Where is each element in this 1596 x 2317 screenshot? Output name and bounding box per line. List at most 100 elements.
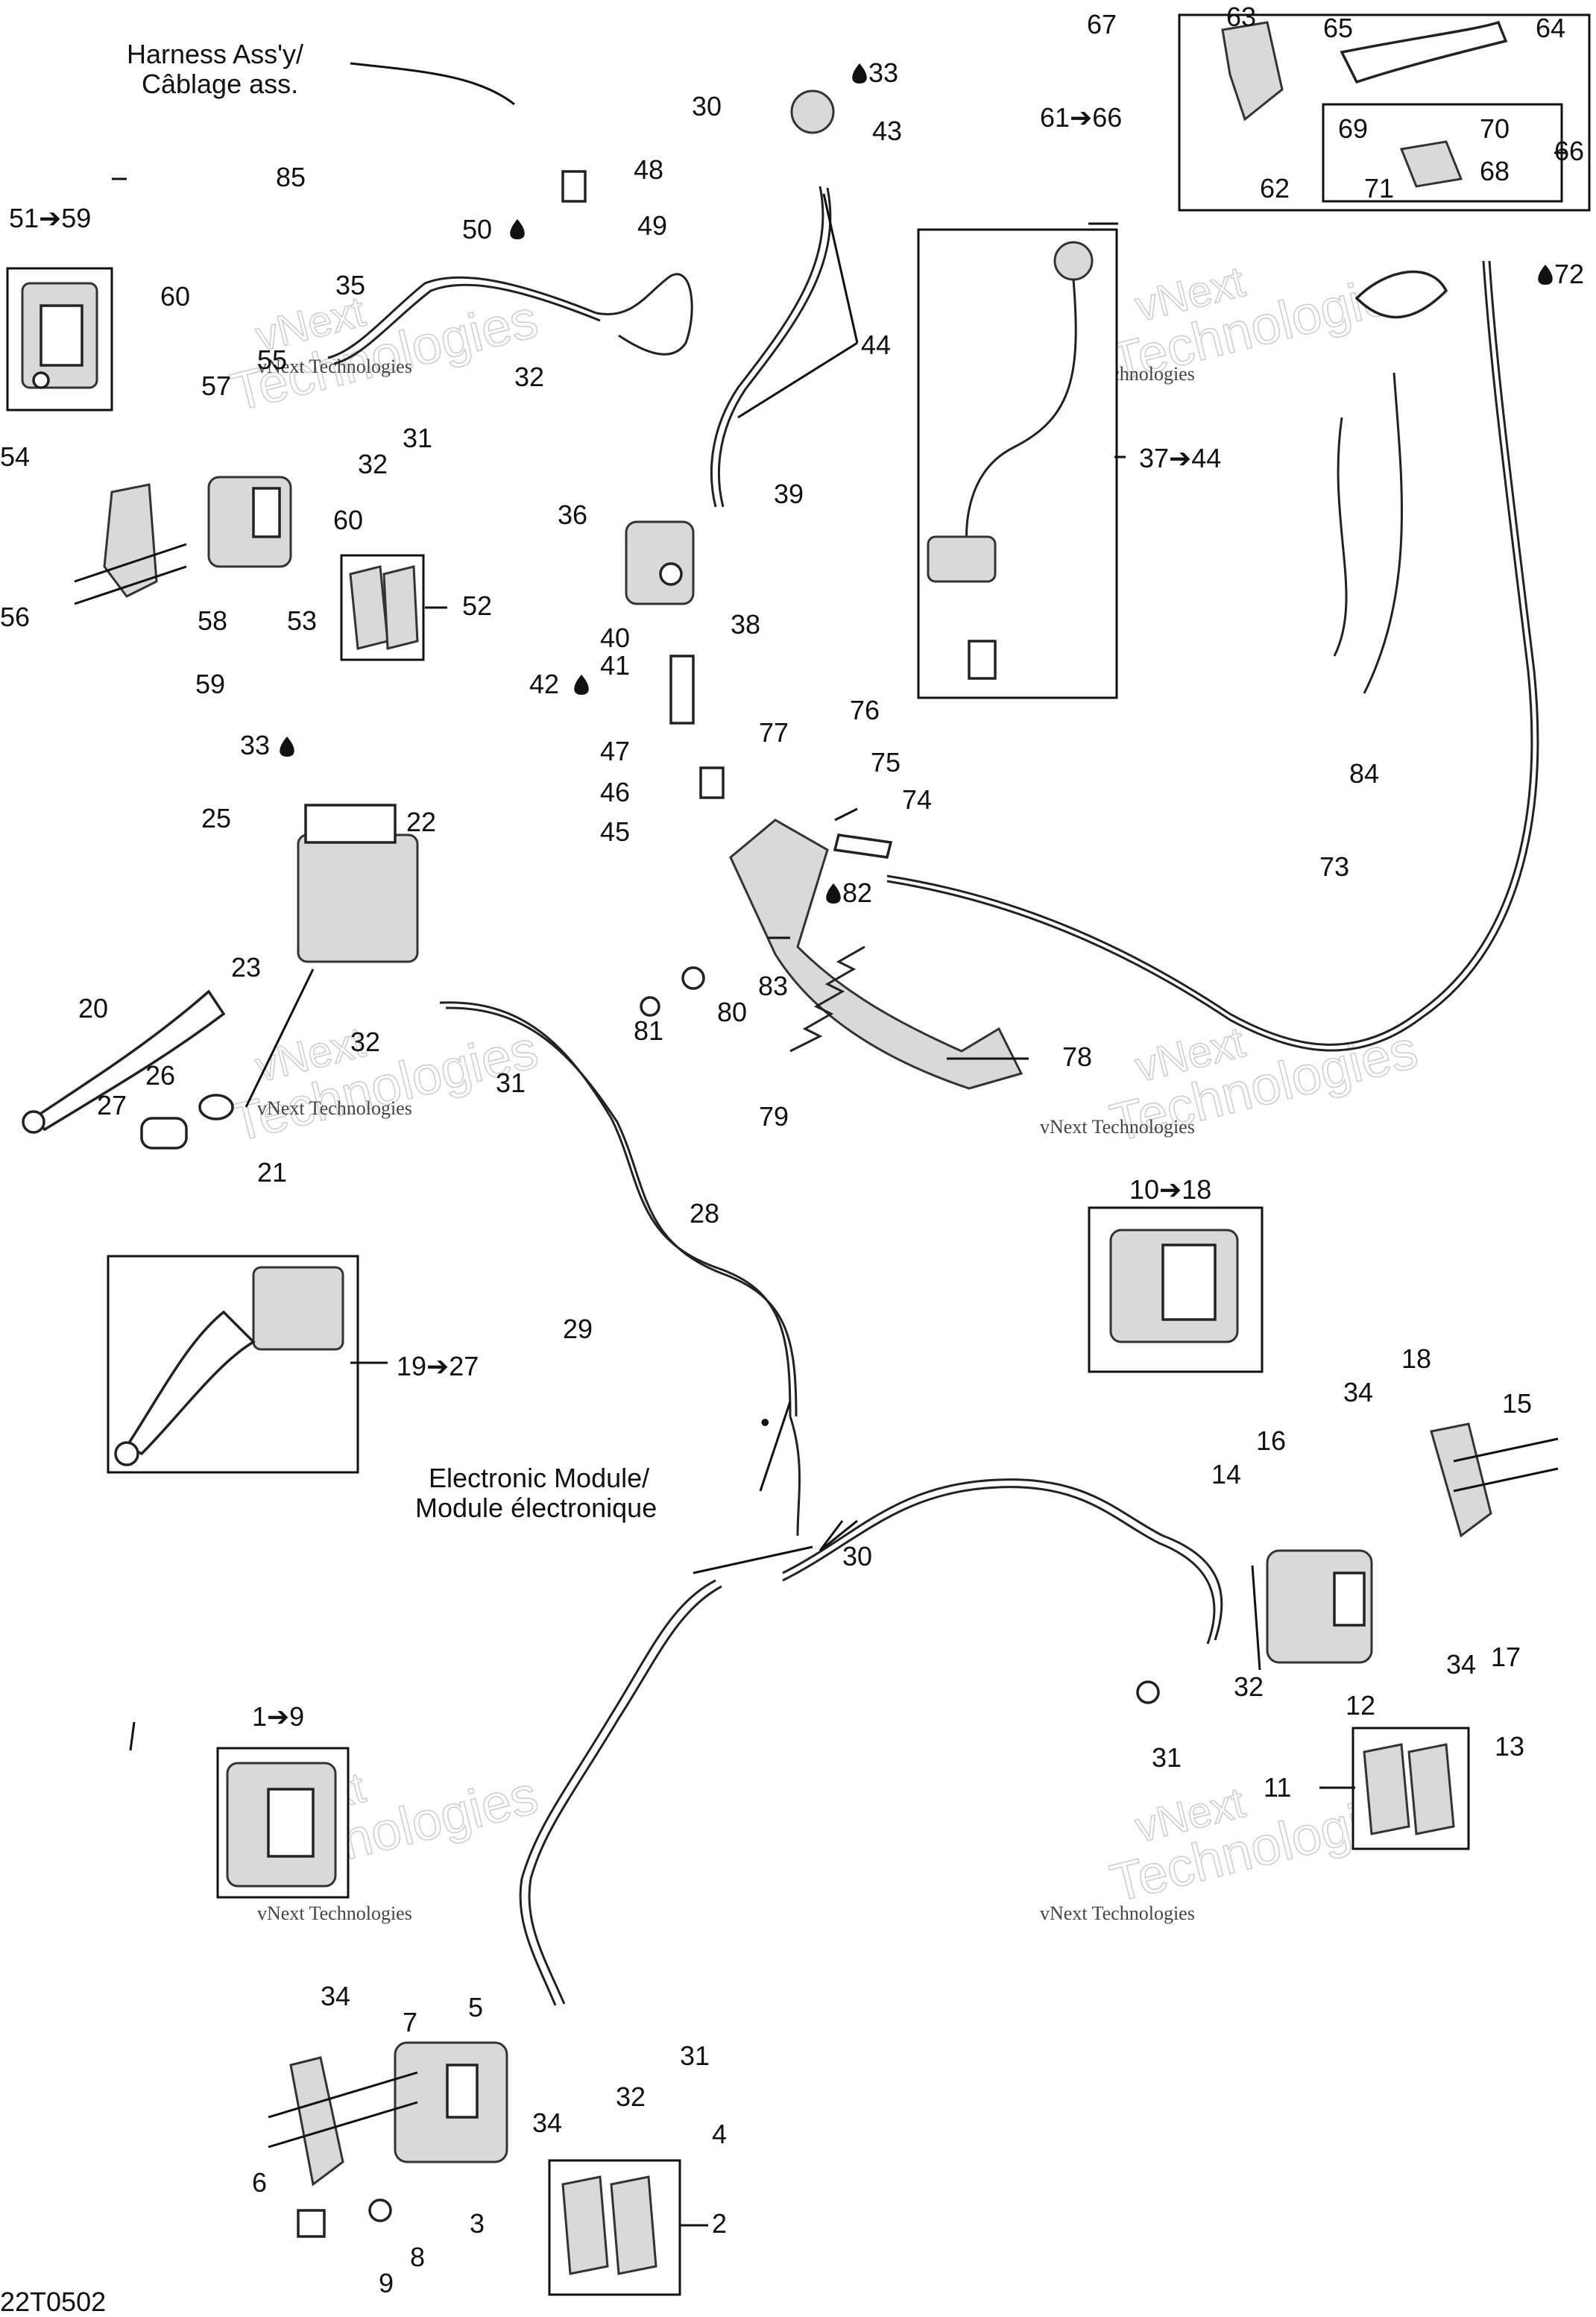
callout-32-right: 32 — [1234, 1671, 1264, 1702]
callout-47: 47 — [600, 736, 630, 766]
callout-68: 68 — [1480, 156, 1510, 186]
inset-caliper-10-18 — [1088, 1206, 1264, 1373]
callout-61-66: 61➔66 — [1040, 102, 1122, 133]
callout-37-44: 37➔44 — [1139, 443, 1221, 473]
callout-18: 18 — [1401, 1343, 1431, 1374]
callout-63: 63 — [1226, 1, 1256, 32]
callout-59: 59 — [195, 669, 225, 699]
callout-77: 77 — [759, 717, 789, 748]
callout-30-upper: 30 — [692, 91, 722, 122]
callout-79: 79 — [759, 1101, 789, 1132]
callout-43: 43 — [872, 116, 902, 146]
callout-33-master: 33 — [240, 730, 270, 760]
module-label-en: Electronic Module/ — [429, 1463, 649, 1493]
callout-69: 69 — [1338, 113, 1368, 144]
callout-17: 17 — [1491, 1642, 1521, 1672]
callout-45: 45 — [600, 816, 630, 847]
external-labels: Harness Ass'y/ Câblage ass. Electronic M… — [0, 39, 770, 2317]
inset-pads-11 — [1351, 1727, 1470, 1850]
inset-caliper-51-59 — [6, 267, 113, 412]
callout-28: 28 — [690, 1198, 719, 1229]
watermark-label: vNext Technologies — [257, 356, 412, 377]
callout-14: 14 — [1211, 1459, 1241, 1490]
callout-82: 82 — [842, 877, 872, 908]
callout-2: 2 — [712, 2208, 727, 2239]
electronic-module: • — [760, 1407, 770, 1437]
callout-36: 36 — [558, 499, 587, 530]
inset-pads-2 — [548, 2159, 681, 2296]
module-label-fr: Module électronique — [415, 1492, 657, 1523]
callout-38: 38 — [731, 609, 760, 640]
harness-label-en: Harness Ass'y/ — [127, 39, 303, 69]
callout-34-rear-bottom: 34 — [532, 2108, 562, 2138]
callout-48: 48 — [634, 154, 663, 185]
callout-56: 56 — [0, 602, 30, 632]
callout-8: 8 — [410, 2242, 425, 2272]
callout-33-top: 33 — [868, 57, 898, 88]
callout-6: 6 — [252, 2167, 267, 2198]
callout-73: 73 — [1319, 851, 1349, 882]
callout-70: 70 — [1480, 113, 1510, 144]
callout-55: 55 — [257, 344, 287, 375]
callout-23: 23 — [231, 952, 261, 983]
harness-label-fr: Câblage ass. — [142, 69, 298, 99]
callout-leaders — [112, 151, 1565, 2227]
callout-75: 75 — [871, 747, 900, 778]
callout-46: 46 — [600, 777, 630, 807]
watermark-group: vNext Technologies vNext Technologies vN… — [224, 256, 1424, 1924]
callout-16: 16 — [1256, 1425, 1286, 1456]
callout-34-top: 34 — [1343, 1377, 1373, 1407]
callout-4: 4 — [712, 2119, 727, 2149]
callout-85: 85 — [276, 162, 306, 192]
callout-29: 29 — [563, 1314, 593, 1344]
callout-78: 78 — [1062, 1041, 1092, 1072]
svg-text:vNext Technologies: vNext Technologies — [257, 1097, 412, 1119]
inset-lever-61-66 — [1178, 13, 1591, 212]
callout-3: 3 — [470, 2208, 485, 2239]
rear-left-caliper — [268, 2041, 508, 2238]
callout-49: 49 — [637, 210, 667, 241]
callout-19-27: 19➔27 — [397, 1351, 479, 1381]
callout-76: 76 — [850, 695, 880, 725]
callout-32-caliper: 32 — [358, 449, 388, 479]
callout-57: 57 — [201, 371, 231, 401]
callout-81: 81 — [634, 1015, 663, 1046]
svg-text:vNext Technologies: vNext Technologies — [1040, 1903, 1195, 1924]
callout-44: 44 — [861, 330, 891, 360]
inset-master-19-27 — [107, 1255, 359, 1474]
callout-53: 53 — [287, 605, 317, 636]
callout-50: 50 — [462, 214, 492, 245]
callout-9: 9 — [379, 2268, 394, 2298]
callout-32-upper: 32 — [514, 362, 544, 392]
callout-21: 21 — [257, 1157, 287, 1188]
callout-5: 5 — [468, 1992, 483, 2023]
callout-67: 67 — [1087, 9, 1117, 40]
callout-80: 80 — [717, 997, 747, 1027]
callout-34-bottom: 34 — [1446, 1649, 1476, 1680]
callout-30-lower: 30 — [842, 1541, 872, 1572]
inset-master-37-44 — [917, 228, 1118, 699]
footer-code: 22T0502 — [0, 2286, 106, 2317]
callout-32-rear: 32 — [616, 2081, 646, 2112]
callout-66: 66 — [1554, 136, 1584, 166]
callout-13: 13 — [1495, 1731, 1524, 1762]
brake-hoses — [327, 186, 1539, 2006]
callout-60-bottom: 60 — [333, 505, 363, 535]
callout-26: 26 — [145, 1060, 175, 1091]
callout-1-9: 1➔9 — [252, 1701, 304, 1732]
callout-22: 22 — [406, 807, 436, 837]
callout-65: 65 — [1323, 13, 1353, 43]
callout-15: 15 — [1502, 1388, 1532, 1419]
brake-pedal-78 — [640, 819, 1023, 1090]
callout-41: 41 — [600, 650, 630, 681]
handlebar-grip — [1333, 270, 1448, 694]
callout-51-59: 51➔59 — [9, 203, 91, 233]
callout-32-front: 32 — [350, 1027, 380, 1057]
callout-20: 20 — [78, 993, 108, 1024]
rear-master-parts — [561, 89, 835, 799]
callout-83: 83 — [758, 971, 788, 1001]
callout-74: 74 — [902, 784, 932, 815]
callout-11: 11 — [1264, 1772, 1291, 1803]
